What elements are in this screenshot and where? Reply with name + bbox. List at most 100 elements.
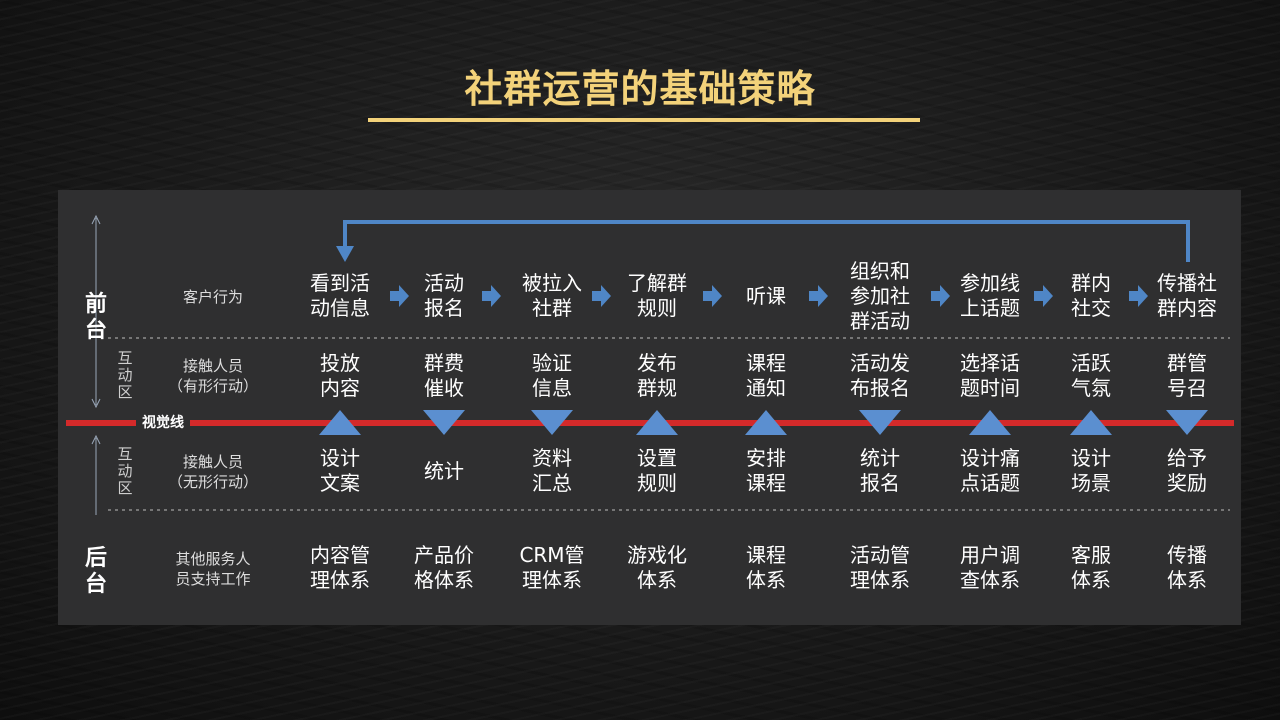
visible-action-5: 课程通知 [706, 351, 826, 401]
customer-action-6-line: 群活动 [850, 308, 910, 333]
visible-action-6: 活动发布报名 [820, 351, 940, 401]
flow-arrow-6 [931, 285, 950, 307]
invisible-action-2: 统计 [384, 459, 504, 484]
visible-action-1: 投放内容 [280, 351, 400, 401]
customer-action-3-line: 社群 [532, 296, 572, 320]
invisible-action-5: 安排课程 [706, 446, 826, 496]
invisible-action-4: 设置规则 [597, 446, 717, 496]
customer-action-9-line: 群内容 [1157, 296, 1217, 320]
support-system-5: 课程体系 [706, 543, 826, 593]
customer-action-8: 群内社交 [1031, 271, 1151, 321]
visible-action-1-line: 投放 [320, 351, 360, 375]
visible-action-3-line: 验证 [532, 351, 572, 375]
visible-action-7-line: 题时间 [960, 376, 1020, 400]
dashed-separators [108, 337, 1230, 511]
vision-line-label: 视觉线 [136, 413, 190, 433]
back-range-arrow [91, 434, 101, 515]
customer-action-7-line: 上话题 [960, 296, 1020, 320]
invisible-action-9-line: 给予 [1167, 446, 1207, 470]
customer-action-1: 看到活动信息 [280, 271, 400, 321]
row-label-customer-line1: 客户行为 [182, 288, 243, 306]
visible-action-4-line: 群规 [637, 376, 677, 400]
flow-arrow-2 [482, 285, 501, 307]
row-label-visible-line1: 接触人员 [182, 357, 243, 375]
customer-action-2: 活动报名 [384, 271, 504, 321]
interaction-zone-top-label: 互动区 [117, 349, 133, 401]
triangle-marker-4 [636, 410, 678, 435]
invisible-action-1-line: 文案 [320, 471, 360, 495]
customer-action-8-line: 群内 [1071, 271, 1111, 295]
support-system-3: CRM管理体系 [492, 543, 612, 593]
triangle-marker-2 [423, 410, 465, 435]
invisible-action-7-line: 设计痛 [960, 446, 1020, 470]
row-label-visible: 接触人员 （有形行动） [148, 356, 278, 396]
customer-action-9-line: 传播社 [1157, 271, 1217, 295]
row-label-customer: 客户行为 [148, 287, 278, 307]
row-label-invisible-line2: （无形行动） [167, 473, 258, 491]
support-system-9-line: 传播 [1167, 543, 1207, 567]
visible-action-5-line: 课程 [746, 351, 786, 375]
triangle-marker-1 [319, 410, 361, 435]
interaction-zone-bottom-label: 互动区 [117, 445, 133, 497]
visible-action-2: 群费催收 [384, 351, 504, 401]
flow-arrow-5 [809, 285, 828, 307]
visible-action-3-line: 信息 [532, 376, 572, 400]
support-system-3-line: 理体系 [522, 568, 582, 592]
support-system-8-line: 客服 [1071, 543, 1111, 567]
support-system-6: 活动管理体系 [820, 543, 940, 593]
triangle-marker-8 [1070, 410, 1112, 435]
invisible-action-3-line: 汇总 [532, 471, 572, 495]
invisible-action-6: 统计报名 [820, 446, 940, 496]
invisible-action-1: 设计文案 [280, 446, 400, 496]
customer-action-2-line: 活动 [424, 271, 464, 295]
support-system-5-line: 课程 [746, 543, 786, 567]
row-label-support-line1: 其他服务人 [175, 550, 251, 568]
invisible-action-4-line: 规则 [637, 471, 677, 495]
visible-action-9-line: 号召 [1167, 376, 1207, 400]
customer-action-4: 了解群规则 [597, 271, 717, 321]
customer-action-1-line: 动信息 [310, 296, 370, 320]
page-title: 社群运营的基础策略 [464, 67, 816, 111]
support-system-2: 产品价格体系 [384, 543, 504, 593]
invisible-action-9-line: 奖励 [1167, 471, 1207, 495]
flow-arrow-4 [703, 285, 722, 307]
row-label-support: 其他服务人 员支持工作 [148, 549, 278, 589]
triangle-markers [319, 410, 1208, 435]
loop-back-arrow [343, 220, 1190, 262]
customer-action-4-line: 规则 [637, 296, 677, 320]
flow-arrow-7 [1034, 285, 1053, 307]
front-section-text: 前台 [84, 292, 107, 343]
invisible-action-5-line: 课程 [746, 471, 786, 495]
customer-action-3-line: 被拉入 [522, 271, 582, 295]
customer-action-6-line: 参加社 [850, 283, 910, 308]
visible-action-7: 选择话题时间 [930, 351, 1050, 401]
visible-action-7-line: 选择话 [960, 351, 1020, 375]
invisible-action-9: 给予奖励 [1127, 446, 1247, 496]
customer-action-1-line: 看到活 [310, 271, 370, 295]
blueprint-panel [58, 190, 1241, 625]
invisible-action-5-line: 安排 [746, 446, 786, 470]
visible-action-8-line: 活跃 [1071, 351, 1111, 375]
invisible-action-8-line: 设计 [1071, 446, 1111, 470]
invisible-action-7: 设计痛点话题 [930, 446, 1050, 496]
invisible-action-3-line: 资料 [532, 446, 572, 470]
visible-action-1-line: 内容 [320, 376, 360, 400]
visible-action-5-line: 通知 [746, 376, 786, 400]
back-section-text: 后台 [84, 546, 107, 597]
back-section-label: 后台 [81, 546, 111, 598]
visible-action-3: 验证信息 [492, 351, 612, 401]
support-system-7: 用户调查体系 [930, 543, 1050, 593]
flow-arrow-8 [1129, 285, 1148, 307]
support-system-2-line: 产品价 [414, 543, 474, 567]
support-system-3-line: CRM管 [519, 543, 585, 567]
support-system-4-line: 体系 [637, 568, 677, 592]
invisible-action-3: 资料汇总 [492, 446, 612, 496]
visible-action-9: 群管号召 [1127, 351, 1247, 401]
invisible-action-2-line: 统计 [424, 458, 464, 483]
invisible-action-1-line: 设计 [320, 446, 360, 470]
flow-arrow-1 [390, 285, 409, 307]
customer-action-3: 被拉入社群 [492, 271, 612, 321]
customer-action-7: 参加线上话题 [930, 271, 1050, 321]
visible-action-8: 活跃气氛 [1031, 351, 1151, 401]
